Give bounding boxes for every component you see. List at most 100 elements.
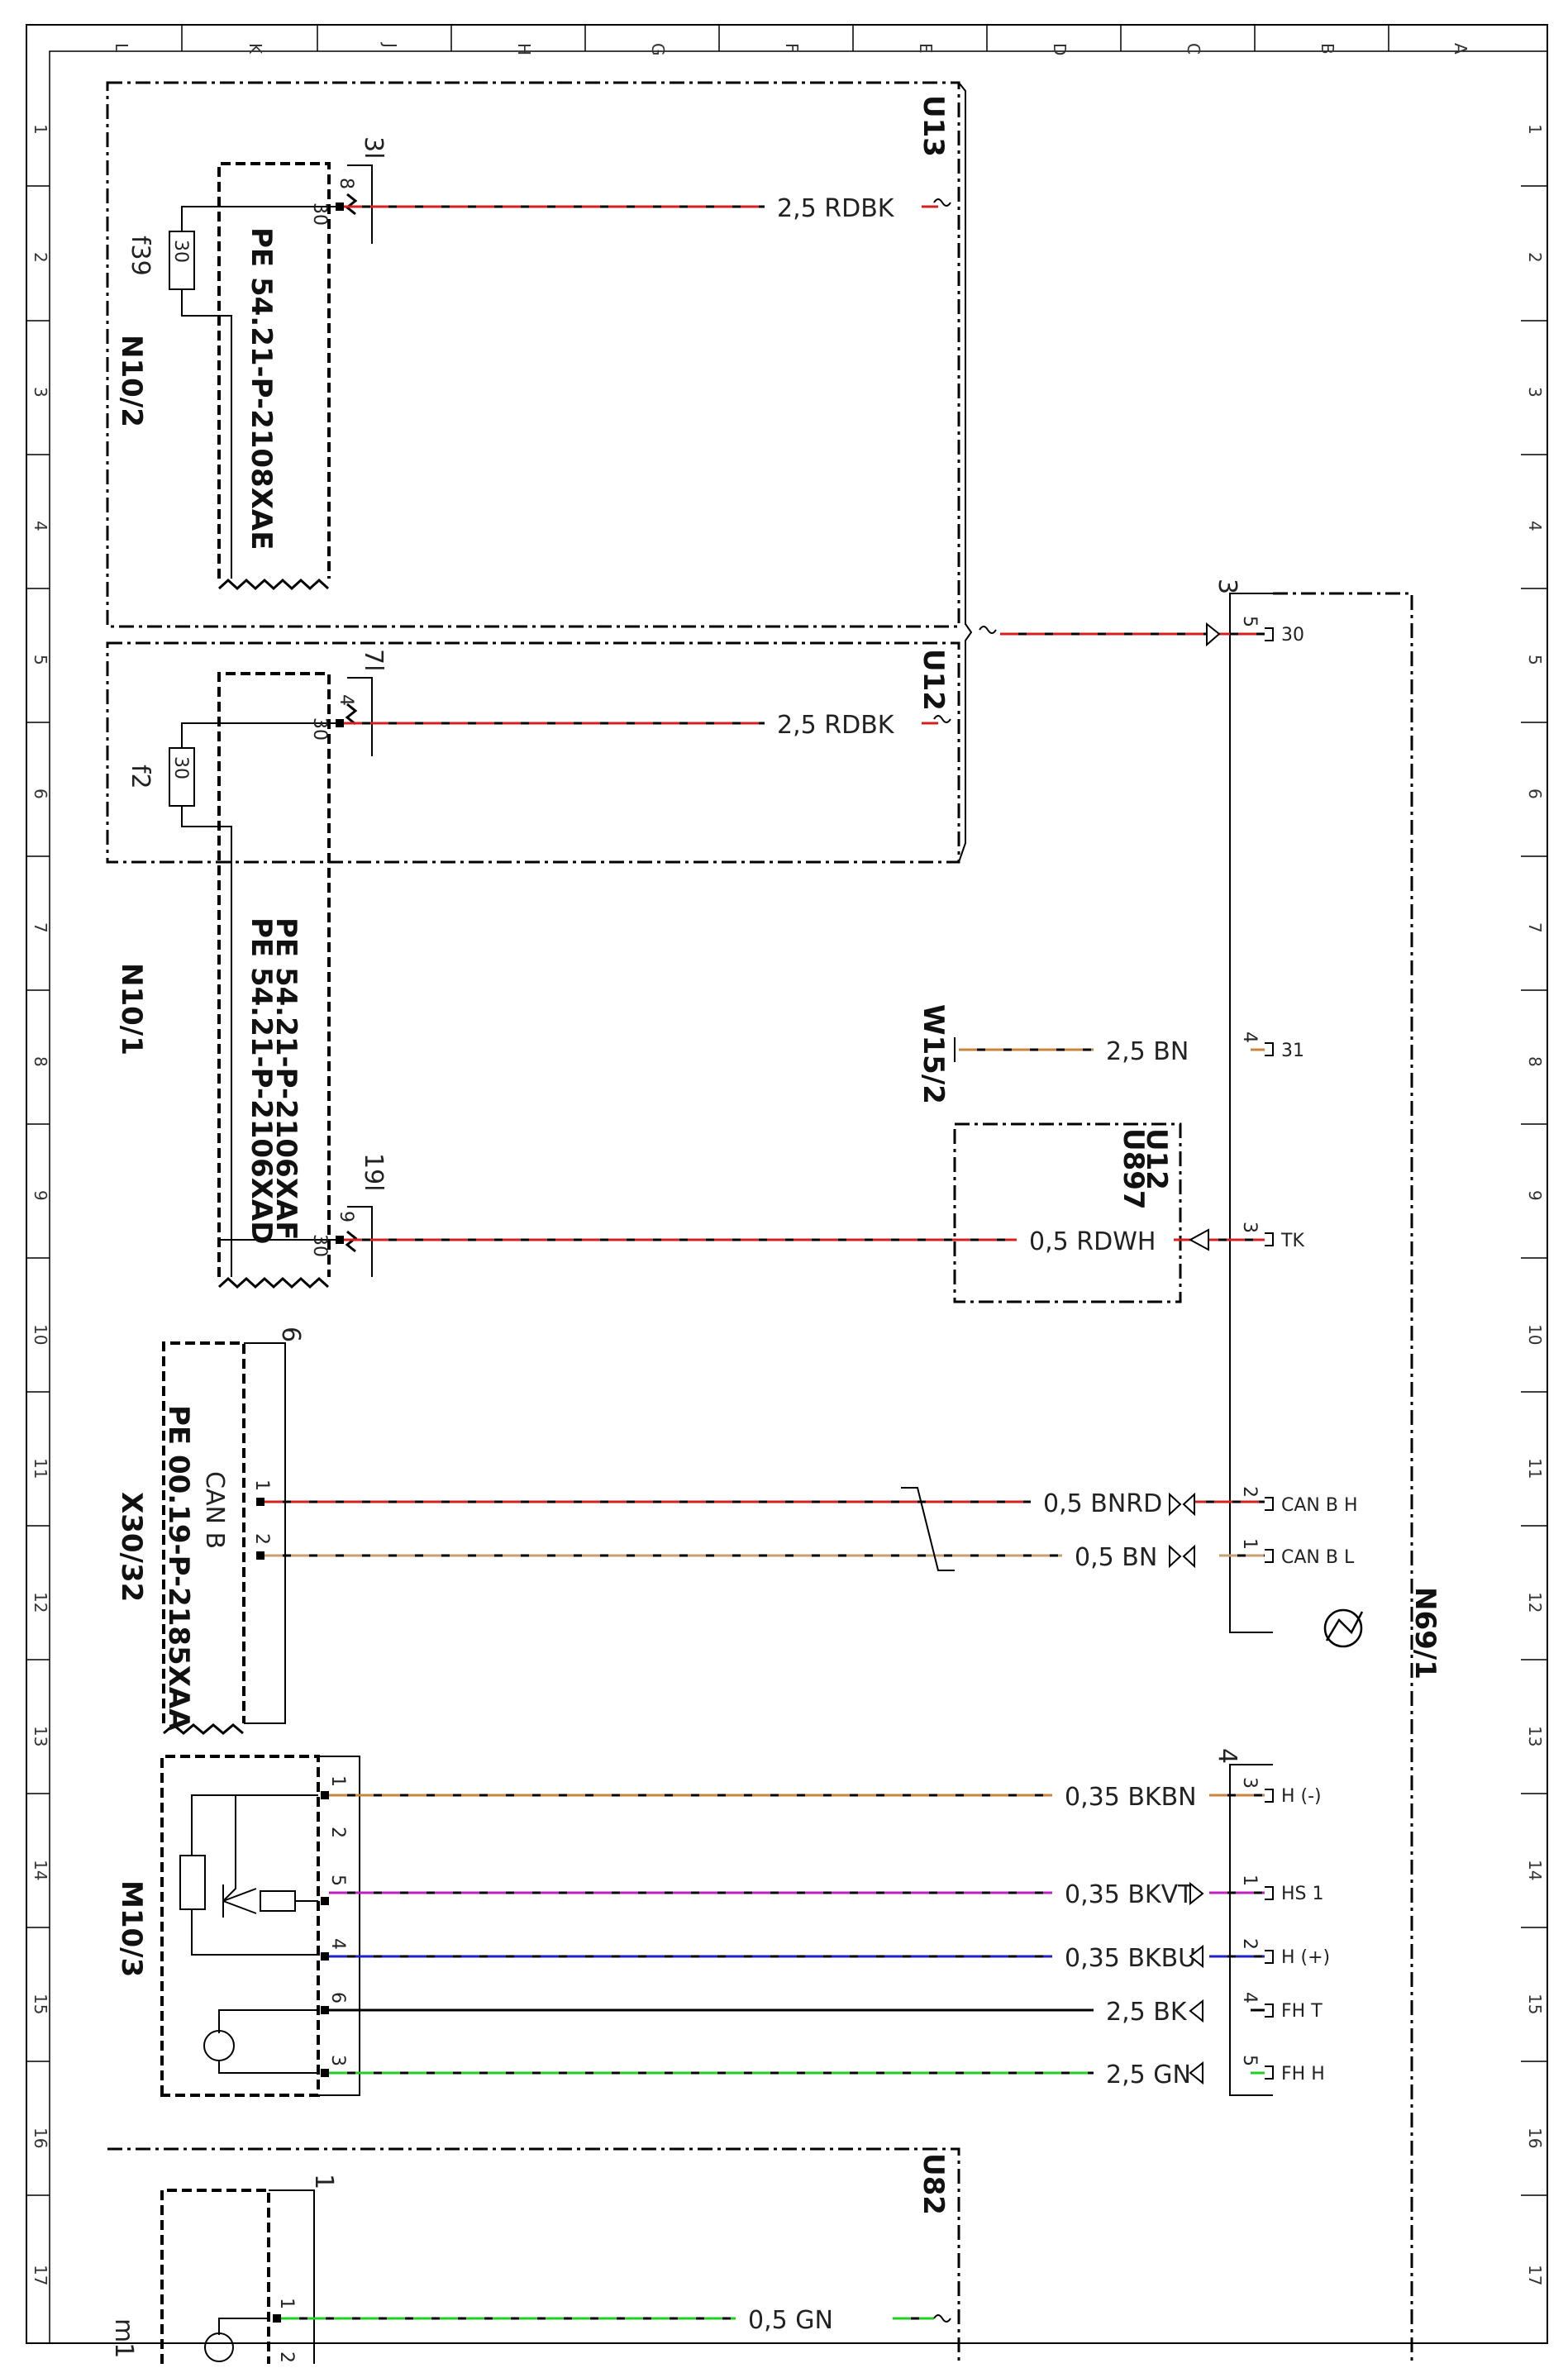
grid-col-K: K xyxy=(245,43,265,55)
n69-pin-2: 3 xyxy=(1239,1222,1260,1233)
grid-top-ticks xyxy=(181,25,1389,51)
conn-3l: 3l xyxy=(359,136,388,159)
grid-row-left-15: 15 xyxy=(31,1994,50,2014)
left-pin-x30_p1: 1 xyxy=(251,1479,272,1491)
left-pin-m10_p5: 5 xyxy=(327,1875,348,1886)
wire-label-w10: 2,5 BK xyxy=(1106,1998,1188,2027)
left-pin-m10_p6: 6 xyxy=(327,1992,348,2004)
grid-row-right-13: 13 xyxy=(1525,1726,1545,1746)
grid-row-right-6: 6 xyxy=(1525,789,1545,799)
grid-row-right-4: 4 xyxy=(1525,521,1545,531)
grid-row-right-12: 12 xyxy=(1525,1592,1545,1613)
grid-row-right-9: 9 xyxy=(1525,1190,1545,1201)
n69-pin-1: 4 xyxy=(1239,1032,1260,1043)
n69-signal-1: 31 xyxy=(1281,1041,1304,1061)
wire-label-w11: 2,5 GN xyxy=(1106,2061,1191,2089)
grid-col-G: G xyxy=(648,43,668,56)
grid-row-right-7: 7 xyxy=(1525,922,1545,933)
grid-row-left-9: 9 xyxy=(31,1190,50,1201)
wire-label-w3: 2,5 BN xyxy=(1106,1037,1189,1066)
conn-6: 6 xyxy=(276,1327,305,1342)
grid-row-left-7: 7 xyxy=(31,922,50,933)
left-terminals xyxy=(256,202,344,2323)
n69-signal-2: TK xyxy=(1280,1231,1304,1251)
grid-row-right-17: 17 xyxy=(1525,2265,1545,2285)
wire-label-w12: 0,5 GN xyxy=(748,2306,833,2335)
jagged-edges xyxy=(163,193,358,1735)
left-pin-m10_p2: 2 xyxy=(327,1827,348,1838)
grid-row-left-10: 10 xyxy=(31,1324,50,1345)
label-can-bus: CAN B xyxy=(200,1471,229,1549)
grid-row-right-14: 14 xyxy=(1525,1860,1545,1880)
box-n69-1 xyxy=(1273,592,1413,2364)
label-f39: f39 xyxy=(126,236,155,276)
n69-pin-8: 4 xyxy=(1239,1992,1260,2004)
wire-label-w9: 0,35 BKBU xyxy=(1065,1944,1196,1973)
grid-row-right-8: 8 xyxy=(1525,1056,1545,1067)
label-u13: U13 xyxy=(917,95,950,157)
left-pin-u12_pin: 4 xyxy=(336,694,356,706)
box-u897 xyxy=(953,1122,1182,1303)
ref-pe-2108: PE 54.21-P-2108XAE xyxy=(245,227,278,550)
left-pin-m10_p3: 3 xyxy=(327,2055,348,2066)
fuse-f2 xyxy=(169,722,232,1277)
grid-row-right-1: 1 xyxy=(1525,124,1545,135)
grid-col-A: A xyxy=(1451,43,1470,55)
grid-side-ticks xyxy=(26,185,1547,2196)
n69-pin-6: 1 xyxy=(1239,1875,1260,1886)
grid-row-right-15: 15 xyxy=(1525,1994,1545,2014)
conn-7l: 7l xyxy=(359,649,388,671)
label-f39-rating: 30 xyxy=(170,240,191,263)
left-pin-m1_p2: 2 xyxy=(276,2351,297,2363)
n69-signal-6: HS 1 xyxy=(1281,1884,1324,1904)
left-pin-u897_term: 30 xyxy=(309,1234,330,1257)
left-pin-x30_p2: 2 xyxy=(251,1533,272,1545)
label-f2-rating: 30 xyxy=(170,756,191,779)
label-n69-1: N69/1 xyxy=(1408,1587,1442,1680)
left-pin-u13_term: 30 xyxy=(309,202,330,226)
label-u82: U82 xyxy=(917,2153,950,2215)
grid-col-F: F xyxy=(782,43,802,53)
wire-label-w6: 0,5 BN xyxy=(1075,1543,1157,1572)
grid-row-right-5: 5 xyxy=(1525,655,1545,665)
box-u13 xyxy=(106,81,960,628)
grid-col-H: H xyxy=(514,43,534,55)
connector-brackets xyxy=(244,164,1273,2364)
ref-pe-2106ad: PE 54.21-P-2106XAD xyxy=(245,917,278,1244)
labels: U13U12U12U897U82N10/2N10/1N69/1W15/2X30/… xyxy=(109,95,1442,2363)
grid-col-B: B xyxy=(1318,43,1337,55)
grid-row-left-17: 17 xyxy=(31,2265,50,2285)
grid-row-left-3: 3 xyxy=(31,387,50,398)
grid-row-right-16: 16 xyxy=(1525,2127,1545,2148)
grid-row-left-16: 16 xyxy=(31,2127,50,2148)
conn-1: 1 xyxy=(309,2174,338,2189)
wire-label-w1: 2,5 RDBK xyxy=(777,194,895,223)
label-n10-2: N10/2 xyxy=(115,335,148,427)
grid-row-left-12: 12 xyxy=(31,1592,50,1613)
left-pin-m10_p1: 1 xyxy=(327,1775,348,1787)
off-page-marks xyxy=(933,198,997,2323)
fuse-f39 xyxy=(169,206,219,317)
n69-pin-4: 1 xyxy=(1239,1538,1260,1550)
grid-row-left-11: 11 xyxy=(31,1458,50,1479)
grid-col-C: C xyxy=(1184,43,1203,55)
ecu-symbol-icon xyxy=(1323,1608,1364,1648)
grid-row-left-2: 2 xyxy=(31,252,50,263)
wire-label-w4: 0,5 RDWH xyxy=(1029,1227,1156,1256)
box-u12-top xyxy=(106,641,960,864)
left-pin-m10_p4: 4 xyxy=(327,1938,348,1950)
brace-u13-u12 xyxy=(958,82,973,863)
left-pin-u12_term: 30 xyxy=(309,717,330,741)
box-m1-module xyxy=(160,2189,270,2364)
label-w15-2: W15/2 xyxy=(917,1004,950,1104)
n69-signal-8: FH T xyxy=(1281,2001,1323,2022)
box-u82 xyxy=(107,2147,960,2364)
grid-row-right-2: 2 xyxy=(1525,252,1545,263)
ref-pe-2106af: PE 54.21-P-2106XAF xyxy=(269,917,303,1240)
grid-row-left-1: 1 xyxy=(31,124,50,135)
left-pin-m1_p1: 1 xyxy=(276,2298,297,2309)
grid-row-right-3: 3 xyxy=(1525,387,1545,398)
